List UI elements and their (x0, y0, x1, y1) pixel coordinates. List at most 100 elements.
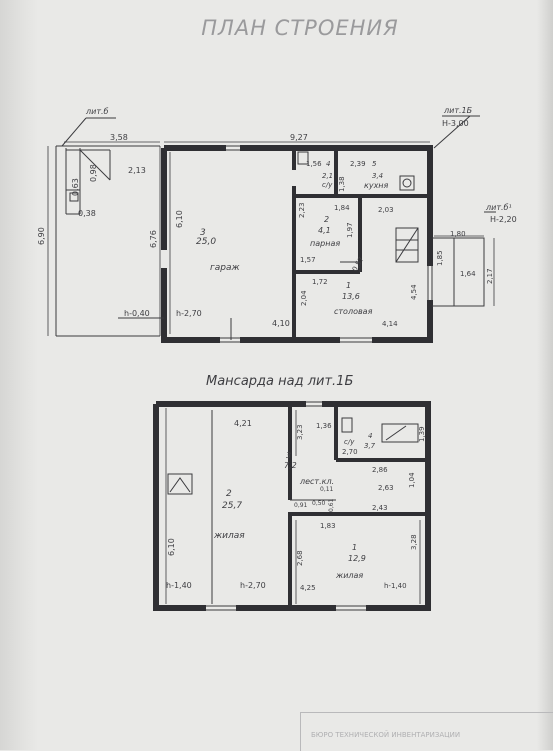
attic-wc-name: с/у (344, 438, 355, 446)
main-building-walls (161, 145, 433, 343)
dim-lit-b-inner: 2,13 (128, 166, 146, 175)
steam-number: 2 (324, 215, 329, 224)
inventory-stamp: БЮРО ТЕХНИЧЕСКОЙ ИНВЕНТАРИЗАЦИИ (300, 712, 553, 751)
height-b1-label: Н-2,20 (490, 215, 517, 224)
stair-area: 7,2 (284, 461, 297, 470)
steam-area: 4,1 (318, 226, 331, 235)
dimension-lines (47, 141, 495, 336)
stamp-text: БЮРО ТЕХНИЧЕСКОЙ ИНВЕНТАРИЗАЦИИ (311, 731, 461, 739)
kitchen-area: 3,4 (372, 172, 383, 180)
garage-name: гараж (210, 263, 240, 273)
dim-b1-h2: 2,17 (486, 268, 494, 284)
dim-attic-small-c: 0,50 (312, 500, 326, 507)
room1-number: 1 (352, 543, 357, 552)
steam-name: парная (310, 239, 340, 248)
stair-name: лест.кл. (299, 477, 334, 486)
lit-b1-label: лит.б¹ (485, 203, 512, 212)
dim-attic-room1-bottom: 4,25 (300, 584, 316, 592)
dim-steam-h: 2,23 (298, 202, 306, 218)
dim-attic-stair-h: 3,23 (296, 424, 304, 440)
dim-attic-wc-h: 2,70 (342, 448, 358, 456)
wall-openings (160, 144, 434, 344)
level-attic-c: h-1,40 (384, 582, 407, 590)
dim-attic-top-w: 4,21 (234, 419, 252, 428)
dim-attic-room1-h2: 3,28 (410, 534, 418, 550)
dim-attic-room1-w2: 2,43 (372, 504, 388, 512)
lit-b-label: лит.б (85, 107, 109, 116)
dim-garage-right: 6,10 (175, 210, 184, 228)
wc-area: 2,1 (322, 172, 333, 180)
dim-porch-a: 0,98 (89, 164, 98, 182)
dim-porch-c: 0,38 (78, 209, 96, 218)
height-main-label: Н-3,00 (442, 119, 469, 128)
kitchen-name: кухня (364, 181, 389, 190)
stair-number: 3 (286, 451, 291, 460)
wc-name: с/у (322, 181, 333, 189)
attic-dimension-lines (165, 408, 421, 604)
level-lit-b: h-0,40 (124, 309, 150, 318)
page-title: ПЛАН СТРОЕНИЯ (201, 16, 399, 40)
level-attic-b: h-2,70 (240, 581, 266, 590)
window-lines (220, 145, 433, 343)
level-garage: h-2,70 (176, 309, 202, 318)
dim-attic-small-d: 0,61 (328, 498, 335, 512)
dining-number: 1 (346, 281, 351, 290)
dining-name: столовая (334, 307, 373, 316)
room2-area: 25,7 (222, 501, 242, 511)
attic-wc-area: 3,7 (364, 442, 376, 450)
annex-lit-b1-outline (432, 211, 496, 307)
dim-steam-w: 1,84 (334, 204, 350, 212)
dim-attic-stair-h2: 2,63 (378, 484, 394, 492)
dim-attic-wc-w: 1,36 (316, 422, 332, 430)
lit-1b-label: лит.1Б (443, 106, 473, 115)
garage-number: 3 (200, 228, 206, 238)
dim-dining-h2: 4,54 (410, 284, 418, 300)
dim-b1-stair: 1,85 (436, 250, 444, 266)
dim-garage-left: 6,76 (149, 230, 158, 248)
dim-lit-b-height: 6,90 (37, 227, 46, 245)
room2-number: 2 (226, 489, 232, 499)
dim-attic-small-b: 0,91 (294, 502, 308, 509)
dim-dining-diag: 0,57 (351, 255, 366, 273)
level-attic-a: h-1,40 (166, 581, 192, 590)
attic-window-lines (206, 401, 366, 611)
dim-attic-room1-h: 2,68 (296, 550, 304, 566)
dim-corridor: 1,57 (300, 256, 316, 264)
room1-name: жилая (335, 571, 363, 580)
dim-kitchen-h: 2,03 (378, 206, 394, 214)
dim-b1-h: 1,64 (460, 270, 476, 278)
room1-area: 12,9 (348, 554, 366, 563)
room2-name: жилая (213, 531, 245, 541)
dim-attic-left-h: 6,10 (167, 538, 176, 556)
paper-edge-right (537, 0, 553, 750)
kitchen-number: 5 (372, 160, 377, 168)
dim-dining-h1: 2,04 (300, 290, 308, 306)
dim-attic-stair-w: 2,86 (372, 466, 388, 474)
attic-fixtures (167, 410, 419, 604)
garage-area: 25,0 (196, 237, 216, 247)
dim-steam-h2: 1,97 (346, 222, 354, 238)
dim-dining-bottom: 4,14 (382, 320, 398, 328)
dim-wc-w: 1,56 (306, 160, 322, 168)
dim-attic-stair-side: 1,04 (408, 472, 416, 488)
attic-heading: Мансарда над лит.1Б (206, 374, 353, 389)
dim-attic-room1-w: 1,83 (320, 522, 336, 530)
annex-lit-b-outline (55, 145, 160, 337)
attic-openings (206, 400, 366, 612)
fixtures (297, 151, 419, 272)
dim-b1-w: 1,80 (450, 230, 466, 238)
dim-attic-small-a: 0,11 (320, 486, 334, 493)
dim-wc-h: 1,38 (338, 176, 346, 192)
dim-total-width: 9,27 (290, 133, 308, 142)
dining-area: 13,6 (342, 292, 360, 301)
attic-wc-number: 4 (368, 432, 372, 440)
dim-kitchen-w: 2,39 (350, 160, 366, 168)
dim-garage-bottom: 4,10 (272, 319, 290, 328)
dim-porch-b: 0,63 (71, 178, 80, 196)
dim-attic-wc-side: 1,39 (418, 426, 426, 442)
paper-edge-left (0, 0, 38, 750)
dim-lit-b-width: 3,58 (110, 133, 128, 142)
wc-number: 4 (326, 160, 330, 168)
